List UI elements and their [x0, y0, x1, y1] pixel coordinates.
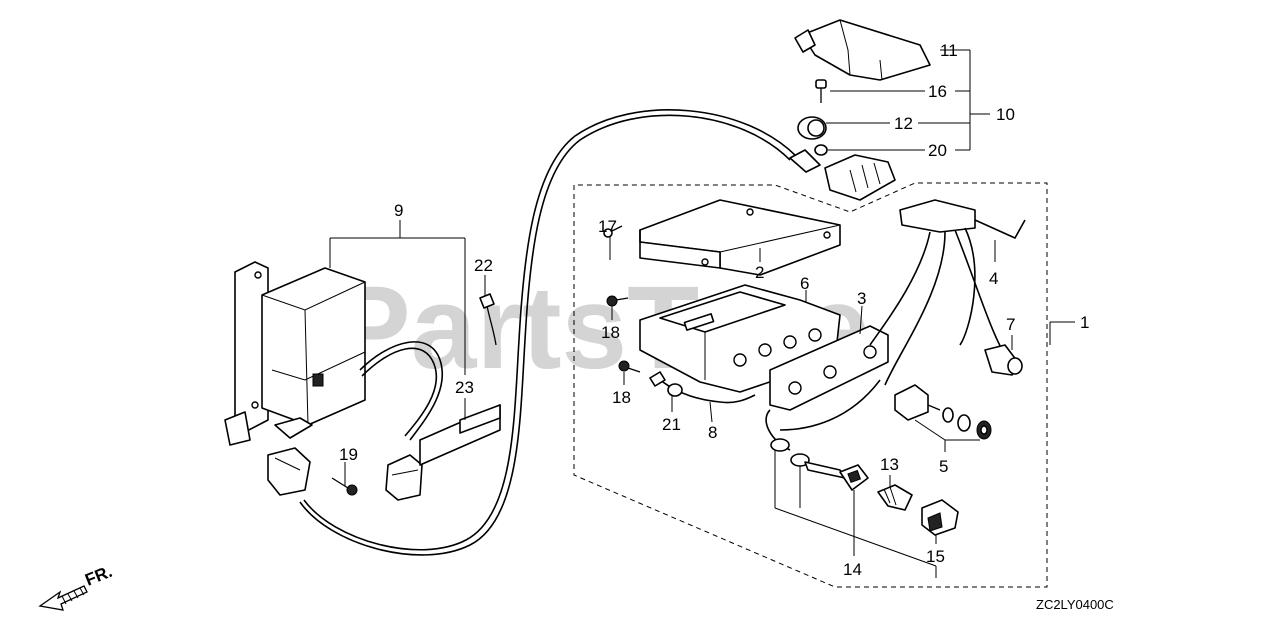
callout-2: 2	[755, 263, 764, 282]
callout-4: 4	[989, 269, 998, 288]
connector-assembly-10	[789, 149, 896, 201]
sub-harness-4	[765, 199, 1026, 451]
callout-labels: 1 2 3 4 5 6 7 8 9 10 11 12 13 14 15 16 1…	[339, 41, 1089, 579]
connector-9-left	[267, 447, 311, 496]
switch-5	[894, 384, 992, 440]
callout-8: 8	[708, 423, 717, 442]
leader-lines	[329, 49, 1075, 578]
callout-21: 21	[662, 415, 681, 434]
callout-11: 11	[940, 41, 958, 60]
lamp-socket-14	[770, 438, 869, 491]
connector-9-right	[385, 454, 423, 501]
callout-13: 13	[880, 455, 899, 474]
callout-16: 16	[928, 82, 947, 101]
bulb-13	[877, 484, 913, 511]
label-23	[419, 404, 501, 466]
main-wire-harness	[299, 109, 797, 556]
control-unit-9	[224, 261, 443, 446]
screw-19	[331, 477, 358, 496]
callout-22: 22	[474, 256, 493, 275]
callout-18-lower: 18	[612, 388, 631, 407]
callout-14: 14	[843, 560, 862, 579]
callout-12: 12	[894, 114, 913, 133]
nut-21	[667, 383, 683, 397]
wire-tie-22	[479, 293, 497, 346]
callout-3: 3	[857, 289, 866, 308]
assembly-outline	[573, 182, 1048, 588]
callout-1: 1	[1080, 313, 1089, 332]
washer-20	[814, 144, 828, 156]
callout-15: 15	[926, 547, 945, 566]
screw-17	[603, 225, 623, 238]
callout-19: 19	[339, 445, 358, 464]
connector-7	[984, 344, 1023, 376]
connector-cover-11	[794, 19, 931, 81]
screw-16	[815, 79, 827, 103]
screw-18-lower	[618, 360, 641, 373]
direction-label: FR.	[82, 562, 115, 590]
cap-15	[921, 499, 959, 536]
callout-20: 20	[928, 141, 947, 160]
front-direction-indicator: FR.	[38, 562, 115, 611]
callout-17: 17	[598, 217, 617, 236]
callout-9: 9	[394, 201, 403, 220]
diagram-code: ZC2LY0400C	[1036, 597, 1114, 612]
callout-7: 7	[1006, 315, 1015, 334]
bracket-3	[769, 325, 889, 411]
callout-18-upper: 18	[601, 323, 620, 342]
callout-6: 6	[800, 274, 809, 293]
callout-5: 5	[939, 457, 948, 476]
screw-18-upper	[606, 295, 629, 307]
callout-23: 23	[455, 378, 474, 397]
grommet-12	[797, 116, 827, 140]
callout-10: 10	[996, 105, 1015, 124]
plate-2	[639, 199, 841, 276]
